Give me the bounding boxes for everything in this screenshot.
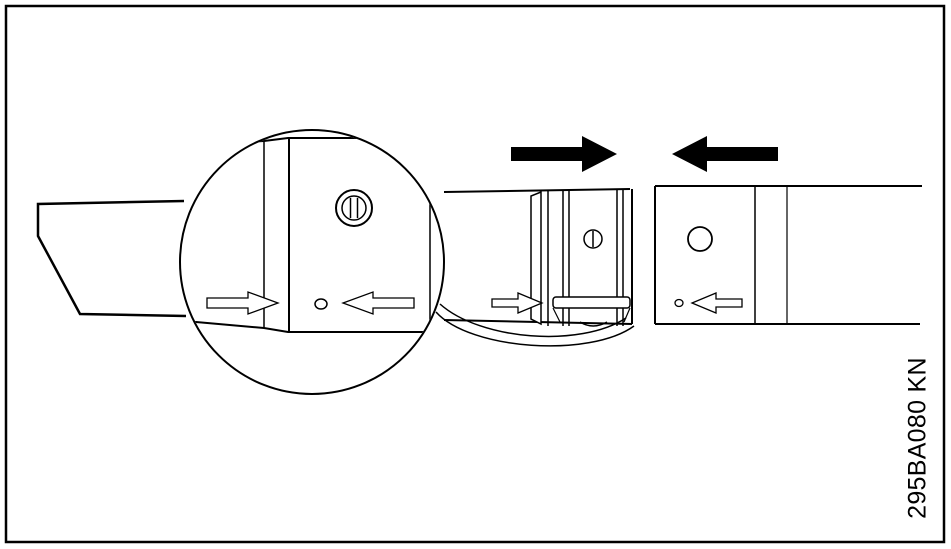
clamp-screw: [583, 229, 603, 249]
clamp-latch: [552, 296, 631, 309]
arrow-right-icon: [511, 136, 617, 172]
clamp-sleeve: [530, 190, 542, 326]
clamp-latch-bottom: [579, 321, 608, 327]
arrow-outline-icon: [690, 292, 743, 314]
middle-tube-top: [443, 188, 631, 193]
right-tube-hole: [687, 226, 713, 252]
right-tube-notch: [674, 298, 684, 308]
arrow-outline-icon: [491, 292, 544, 314]
figure-border: [4, 4, 946, 544]
figure-code-label: 295BA080 KN: [903, 357, 932, 519]
arrow-left-icon: [672, 136, 778, 172]
magnifier-tail: [439, 303, 627, 338]
magnified-notch: [314, 298, 328, 310]
arrow-outline-icon: [206, 291, 280, 315]
clamp-latch-detail: [552, 307, 561, 323]
clamp-latch-detail: [623, 307, 631, 323]
magnifier-circle: [179, 129, 445, 395]
magnifier-tail: [435, 311, 635, 347]
magnified-screw: [335, 189, 373, 227]
arrow-outline-icon: [341, 291, 415, 315]
left-tube-end: [36, 199, 187, 318]
magnified-screw-head: [341, 195, 367, 221]
